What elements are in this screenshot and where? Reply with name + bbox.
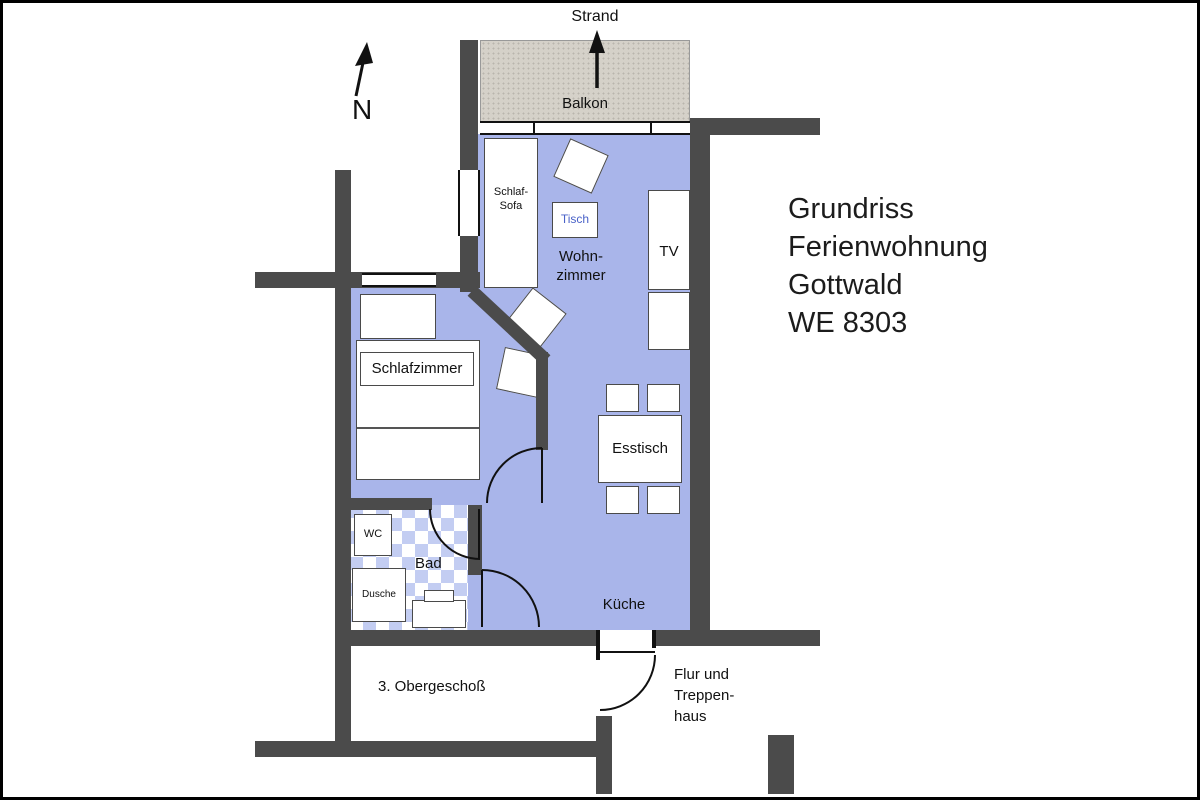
title-block: Grundriss Ferienwohnung Gottwald WE 8303 [788, 190, 988, 342]
wall-bottom-inner-right [652, 630, 820, 646]
balcony-area [480, 40, 690, 122]
window-living-left [458, 170, 480, 236]
dining-chair-bottom-right [647, 486, 680, 514]
stairwell-label-line3: haus [674, 708, 707, 725]
wall-stub-bottom-right [768, 735, 794, 794]
stairwell-label-line1: Flur und [674, 666, 730, 683]
balcony-window-band [480, 121, 690, 135]
tv-cabinet [648, 190, 690, 290]
wohnzimmer-label-line2: zimmer [556, 267, 606, 284]
wall-balcony-left [460, 40, 478, 136]
sofa-bed [484, 138, 538, 288]
tisch-label: Tisch [560, 212, 590, 226]
dining-table [598, 415, 682, 483]
door-arc-entry [599, 654, 656, 711]
title-line-4: WE 8303 [788, 307, 908, 339]
dusche-label: Dusche [362, 589, 396, 600]
dining-chair-top-right [647, 384, 680, 412]
wall-left-outer [335, 170, 351, 757]
wall-right-arm-top [708, 118, 820, 135]
sofa-bed-label-line1: Schlaf- [493, 186, 529, 198]
stairwell-label-line2: Treppen- [674, 687, 735, 704]
dining-chair-bottom-left [606, 486, 639, 514]
shower-unit [352, 568, 406, 622]
bedroom-dresser [360, 294, 436, 339]
bed-divider-line [357, 427, 479, 429]
wohnzimmer-label: Wohn- zimmer [545, 247, 617, 285]
title-line-2: Ferienwohnung [788, 231, 988, 263]
strand-label: Strand [571, 8, 619, 25]
kueche-label: Küche [602, 596, 646, 613]
entry-door-jamb-left [596, 630, 600, 660]
floor-level-label: 3. Obergeschoß [378, 678, 486, 695]
title-line-1: Grundriss [788, 193, 914, 225]
entry-door-jamb-right [652, 630, 656, 648]
bad-label: Bad [415, 555, 442, 572]
wall-bath-top [350, 498, 432, 510]
window-bedroom-top [362, 273, 436, 287]
balcony-window-mullion-1 [533, 121, 535, 135]
wall-bath-right [468, 505, 482, 575]
esstisch-label: Esstisch [612, 440, 668, 457]
media-cabinet [648, 292, 690, 350]
wc-label: WC [363, 528, 383, 540]
balcony-label: Balkon [562, 95, 608, 112]
sofa-bed-label-line2: Sofa [499, 200, 523, 212]
title-line-3: Gottwald [788, 269, 903, 301]
wall-entry-lower [596, 716, 612, 794]
north-label: N [352, 94, 373, 125]
balcony-window-mullion-2 [650, 121, 652, 135]
sink-top [424, 590, 454, 602]
wohnzimmer-label-line1: Wohn- [559, 248, 603, 265]
schlafzimmer-label: Schlafzimmer [371, 360, 463, 377]
sofa-bed-label: Schlaf- Sofa [482, 185, 540, 213]
dining-chair-top-left [606, 384, 639, 412]
wc-unit [354, 514, 392, 556]
lounge-square-2 [495, 346, 548, 399]
wall-right [690, 118, 710, 645]
tv-label: TV [659, 243, 679, 260]
north-arrow-icon [354, 42, 373, 97]
stairwell-label: Flur und Treppen- haus [674, 664, 734, 727]
sink-basin [412, 600, 466, 628]
wall-bottom-outer [255, 741, 598, 757]
bedroom-label-box [360, 352, 474, 386]
tisch-table [552, 202, 598, 238]
wall-bottom-inner-left [335, 630, 598, 646]
